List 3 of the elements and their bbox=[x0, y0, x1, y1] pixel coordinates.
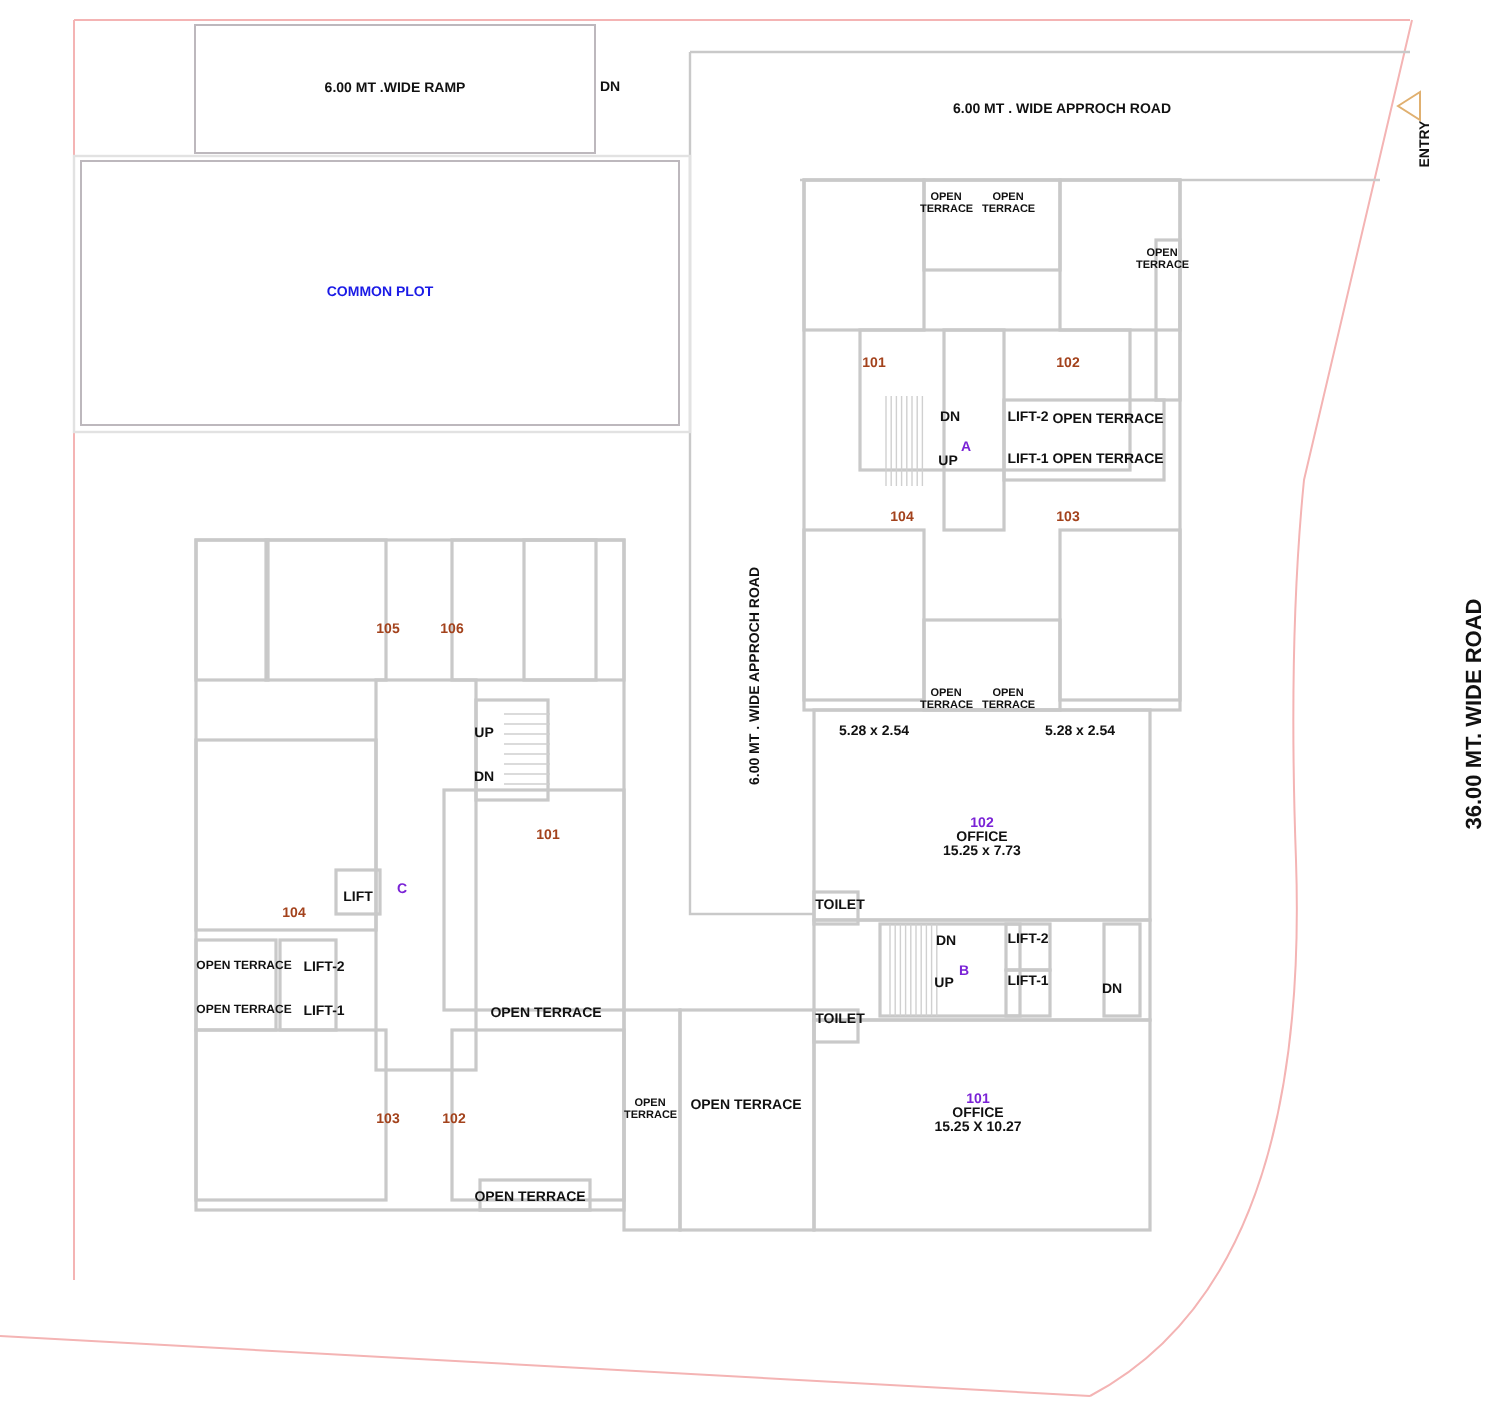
road-label: 36.00 MT. WIDE ROAD bbox=[1465, 598, 1487, 830]
common-plot-area bbox=[80, 160, 680, 426]
ramp-area bbox=[194, 24, 596, 154]
